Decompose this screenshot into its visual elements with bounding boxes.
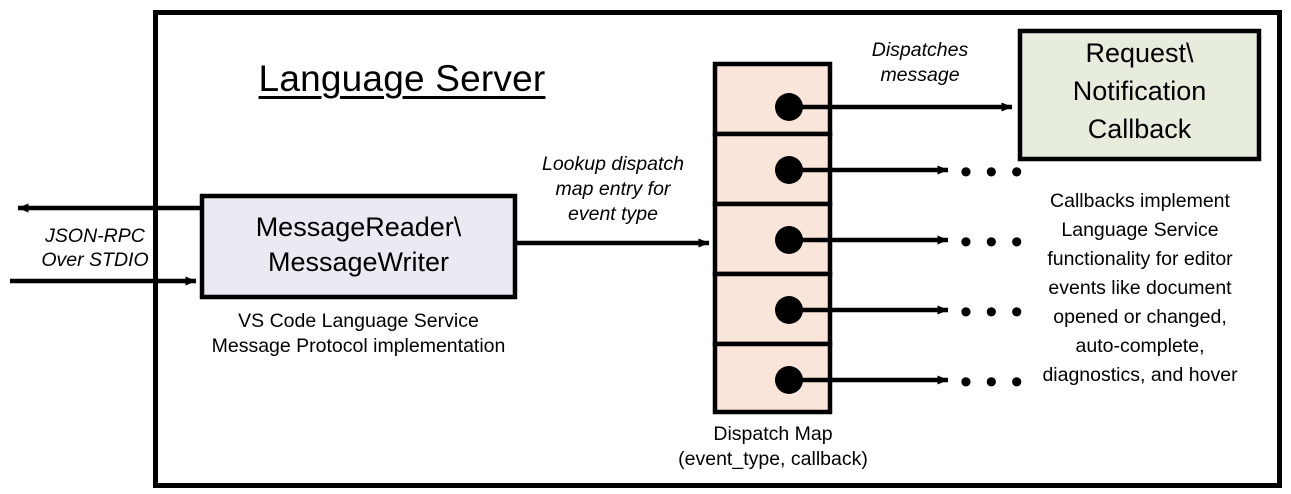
message-reader-writer-box[interactable] xyxy=(199,193,518,300)
callback-note-line5: opened or changed, xyxy=(1053,306,1227,328)
dispatches-message-label-line2: message xyxy=(880,64,960,86)
dispatches-message-label-line1: Dispatches xyxy=(871,39,969,61)
lookup-dispatch-label-line2: map entry for xyxy=(555,178,671,200)
message-reader-writer-caption-line1: VS Code Language Service xyxy=(238,310,479,332)
callback-box-label-line2: Notification xyxy=(1072,76,1207,106)
message-reader-writer-label-line2: MessageWriter xyxy=(267,247,450,277)
callback-note-line6: auto-complete, xyxy=(1075,335,1205,357)
page-title: Language Server xyxy=(258,58,546,99)
lookup-dispatch-label-line3: event type xyxy=(568,203,658,225)
jsonrpc-channel-label-line2: Over STDIO xyxy=(41,249,149,271)
dispatch-map-caption-line2: (event_type, callback) xyxy=(678,448,868,470)
callback-note-line2: Language Service xyxy=(1061,219,1219,241)
lookup-dispatch-label-line1: Lookup dispatch xyxy=(541,153,685,175)
message-reader-writer-caption-line2: Message Protocol implementation xyxy=(211,335,506,357)
ellipsis-marker-4: • • • xyxy=(960,293,1025,331)
callback-note-line7: diagnostics, and hover xyxy=(1042,364,1238,386)
message-reader-writer-label-line1: MessageReader\ xyxy=(255,212,462,242)
callback-note-line3: functionality for editor xyxy=(1047,248,1233,270)
dispatch-map-caption-line1: Dispatch Map xyxy=(713,423,833,445)
jsonrpc-channel-label-line1: JSON-RPC xyxy=(45,225,145,247)
callback-box-label-line1: Request\ xyxy=(1085,38,1194,68)
language-server-boundary xyxy=(153,10,1282,488)
callback-note-line1: Callbacks implement xyxy=(1050,190,1230,212)
callback-note-line4: events like document xyxy=(1048,277,1232,299)
ellipsis-marker-3: • • • xyxy=(960,223,1025,261)
request-notification-callback-box[interactable] xyxy=(1017,28,1262,162)
callback-box-label-line3: Callback xyxy=(1087,114,1192,144)
ellipsis-marker-2: • • • xyxy=(960,153,1025,191)
ellipsis-marker-5: • • • xyxy=(960,363,1025,401)
dispatch-map-row-1[interactable] xyxy=(712,61,833,137)
